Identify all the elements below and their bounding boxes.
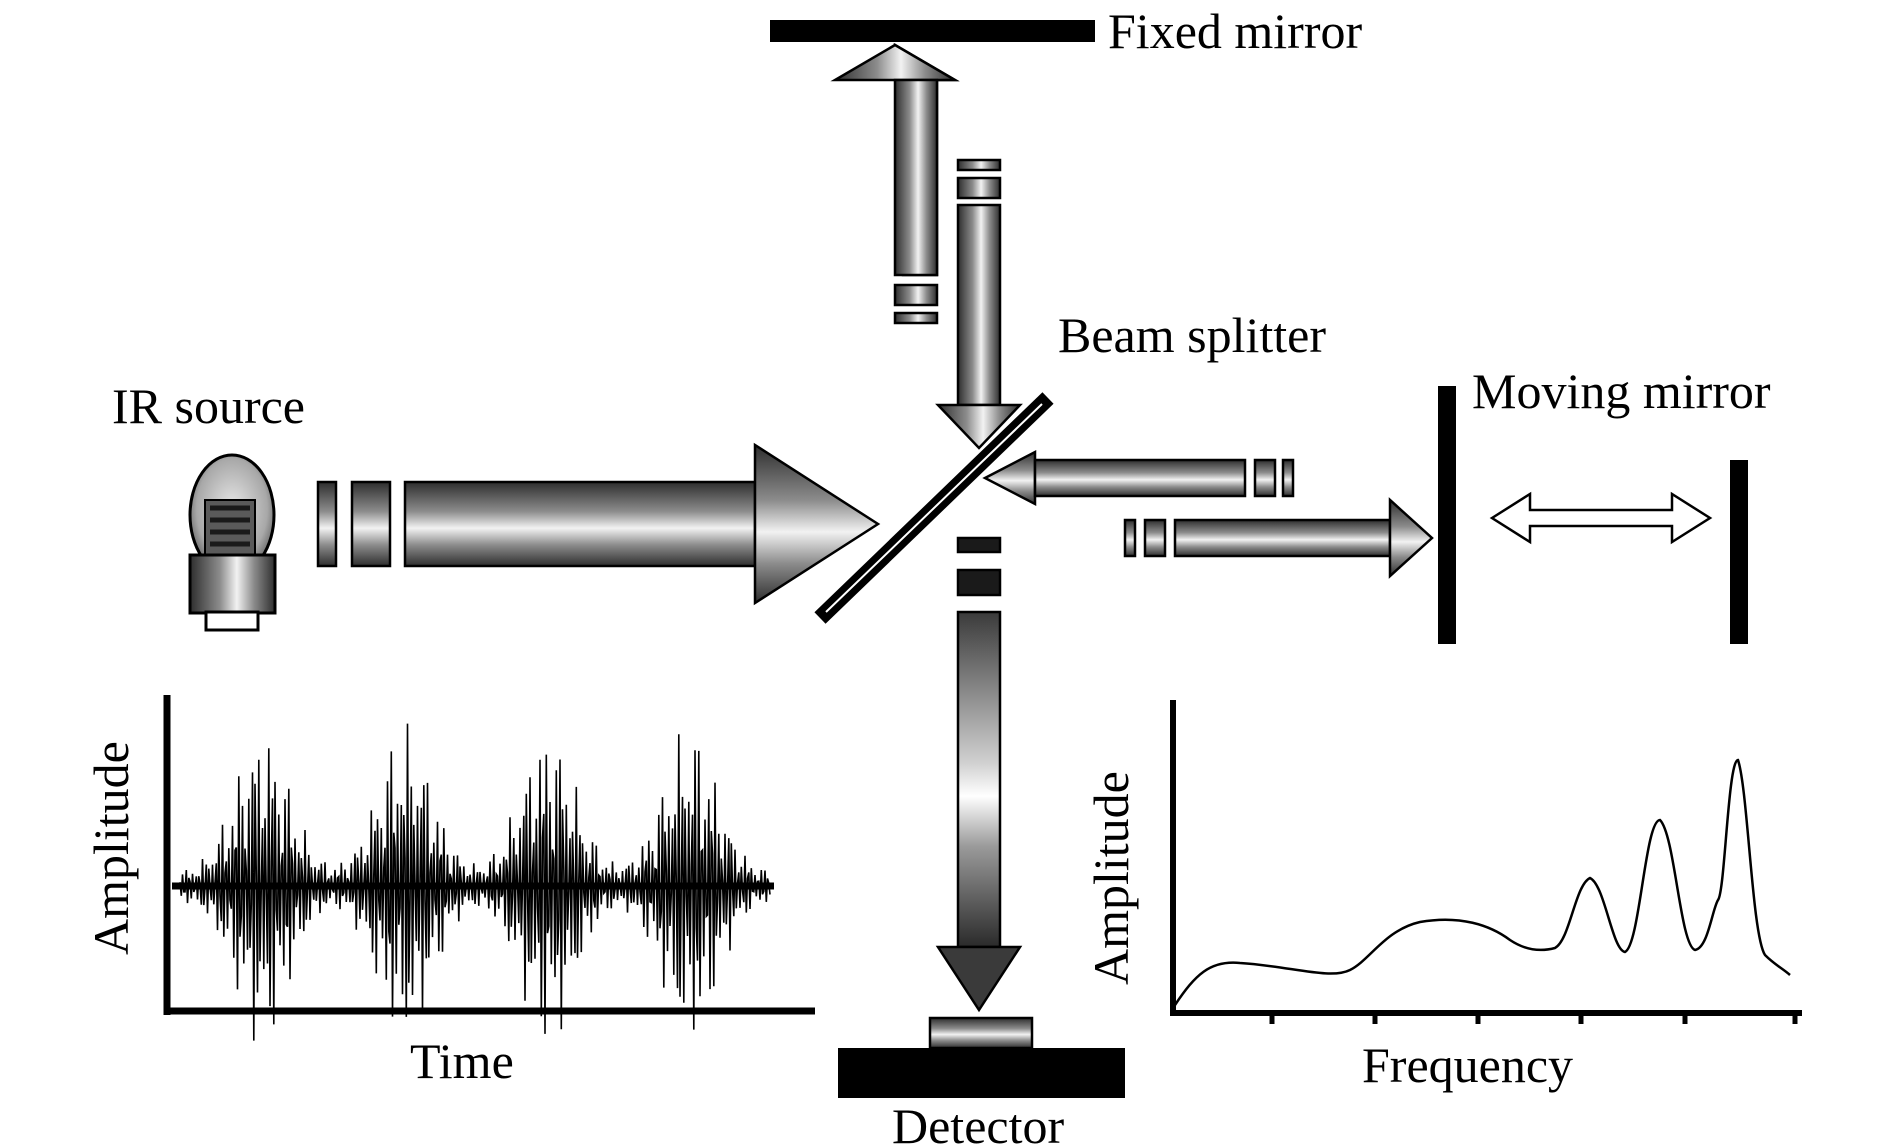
- beam-down-to-splitter: [935, 158, 1023, 450]
- spectrum-plot: Amplitude Frequency: [1083, 700, 1802, 1093]
- moving-mirror-alt-position: [1730, 460, 1748, 644]
- fixed-mirror-label: Fixed mirror: [1108, 3, 1362, 59]
- spectrum-x-ticks: [1269, 1013, 1798, 1024]
- beam-splitter-highlight: [825, 403, 1043, 613]
- interferogram-signal: [179, 723, 771, 1041]
- interferogram-xlabel: Time: [410, 1033, 514, 1089]
- double-arrow-icon: [1489, 491, 1713, 545]
- beam-to-moving-mirror: [1123, 497, 1434, 579]
- moving-mirror: [1438, 386, 1456, 644]
- spectrum-xlabel: Frequency: [1362, 1037, 1573, 1093]
- beam-to-detector: [935, 536, 1023, 1013]
- beam-return-from-moving-mirror: [982, 449, 1295, 507]
- ir-source-label: IR source: [112, 378, 305, 434]
- detector-lens: [928, 1016, 1034, 1050]
- beam-source-to-splitter: [316, 442, 881, 606]
- beam-splitter-label: Beam splitter: [1058, 307, 1326, 363]
- ir-source-bulb-icon: [188, 453, 277, 632]
- spectrum-ylabel: Amplitude: [1083, 771, 1139, 985]
- detector-label: Detector: [892, 1098, 1064, 1145]
- beam-up-to-fixed-mirror: [830, 42, 960, 325]
- detector: [838, 1048, 1125, 1098]
- spectrum-curve: [1173, 758, 1791, 1006]
- interferogram-plot: Amplitude Time: [83, 695, 815, 1089]
- fixed-mirror: [770, 20, 1095, 42]
- moving-mirror-label: Moving mirror: [1472, 363, 1771, 419]
- interferogram-ylabel: Amplitude: [83, 741, 139, 955]
